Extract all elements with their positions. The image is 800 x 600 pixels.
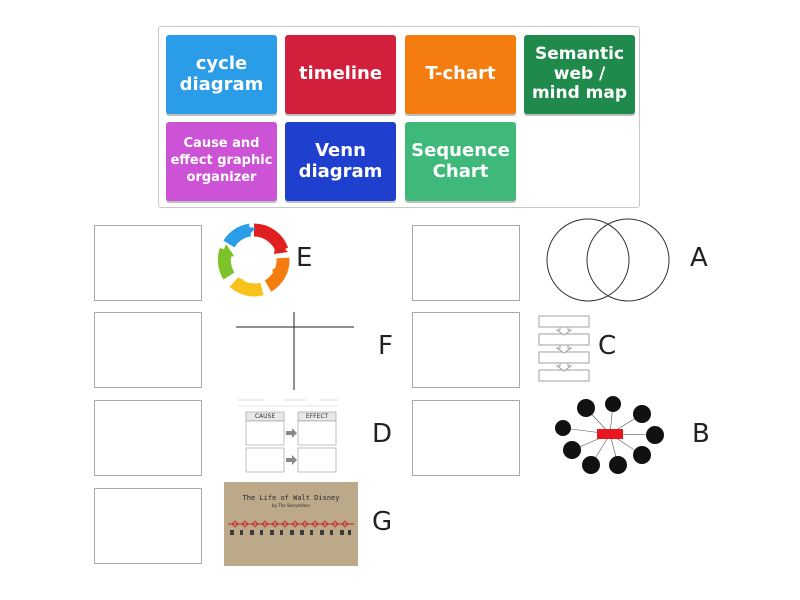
tile-cause-and-effect[interactable]: Cause and effect graphic organizer [166, 122, 277, 201]
drop-box-f[interactable] [94, 312, 202, 388]
label-c: C [598, 331, 617, 361]
tile-t-chart[interactable]: T-chart [405, 35, 516, 114]
cause-header: CAUSE [254, 413, 276, 420]
label-b: B [692, 419, 710, 449]
label-e: E [296, 243, 313, 273]
tile-cycle-diagram[interactable]: cycle diagram [166, 35, 277, 114]
t-chart-image [236, 312, 354, 390]
cause-effect-organizer-image: CAUSE EFFECT [234, 396, 342, 478]
timeline-title: The Life of Walt Disney [242, 494, 340, 502]
drop-box-e[interactable] [94, 225, 202, 301]
mind-map-image [555, 396, 664, 474]
sequence-chart-image [538, 315, 590, 382]
label-a: A [690, 243, 708, 273]
effect-header: EFFECT [305, 413, 329, 420]
timeline-image: The Life of Walt Disney by The Storytell… [224, 482, 358, 566]
drop-box-c[interactable] [412, 312, 520, 388]
timeline-subtitle: by The Storytellers [272, 503, 310, 508]
tile-sequence-chart[interactable]: Sequence Chart [405, 122, 516, 201]
cycle-diagram-image [217, 223, 290, 297]
drop-box-d[interactable] [94, 400, 202, 476]
tile-venn-diagram[interactable]: Venn diagram [285, 122, 396, 201]
tile-semantic-web[interactable]: Semantic web / mind map [524, 35, 635, 114]
drop-box-a[interactable] [412, 225, 520, 301]
word-bank: cycle diagram timeline T-chart Semantic … [158, 26, 640, 208]
tile-timeline[interactable]: timeline [285, 35, 396, 114]
label-d: D [372, 419, 393, 449]
drop-box-b[interactable] [412, 400, 520, 476]
label-g: G [372, 507, 393, 537]
drop-box-g[interactable] [94, 488, 202, 564]
venn-diagram-image [546, 218, 670, 302]
label-f: F [378, 331, 393, 361]
